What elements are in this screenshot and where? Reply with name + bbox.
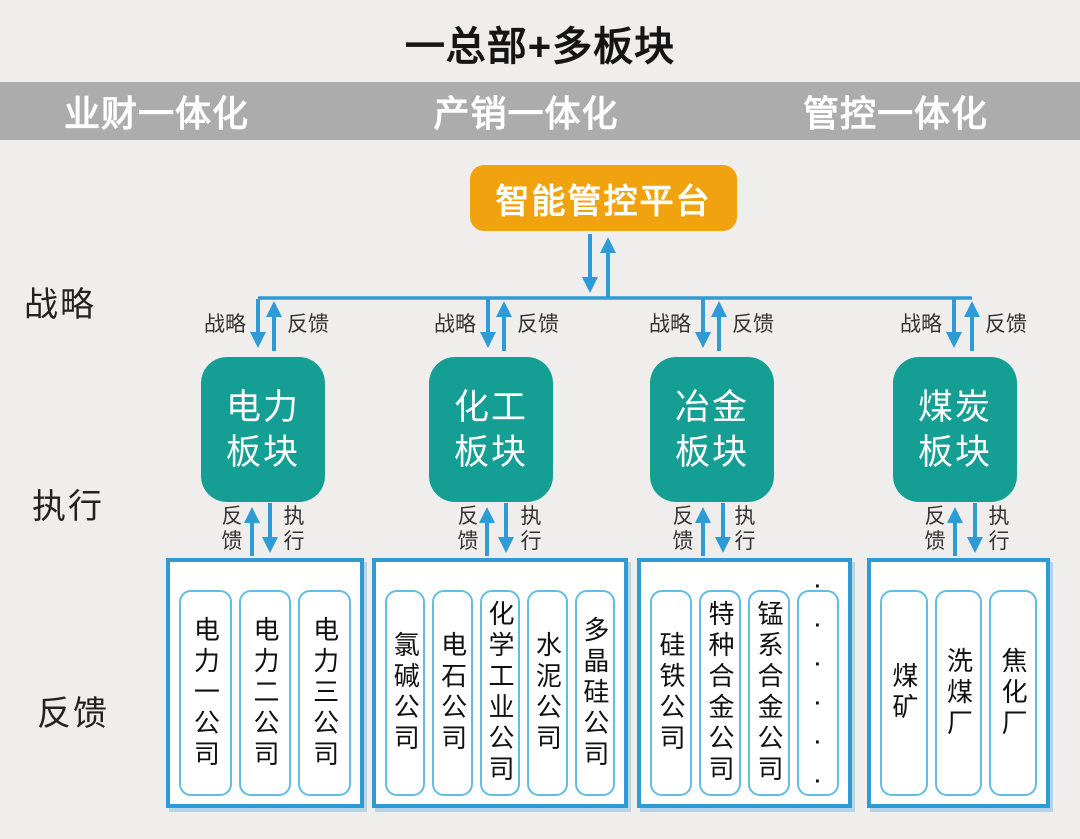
banner-item-management-control: 管控一体化 [802,93,988,134]
flow-label-feedback: 反馈 [517,313,559,336]
ellipsis-pill: ······ [797,576,839,810]
flow-label-feedback: 反馈 [221,505,243,553]
company-pill: 特种合金公司 [699,590,741,796]
flow-label-strategy: 战略 [649,313,691,336]
sector-box-metallurgy: 冶金 板块 [650,357,774,502]
flow-label-feedback: 反馈 [924,505,946,553]
flow-label-execute: 执行 [734,505,756,553]
company-pill: 水泥公司 [527,590,568,796]
company-pill: 氯碱公司 [385,590,426,796]
company-pill: 焦化厂 [989,590,1038,796]
banner-item-production-sales: 产销一体化 [433,93,619,134]
side-label-feedback: 反馈 [37,695,109,733]
side-label-execute: 执行 [32,488,104,526]
sector-box-power: 电力 板块 [201,357,325,502]
flow-label-feedback: 反馈 [672,505,694,553]
company-pill: 硅铁公司 [650,590,692,796]
company-pill: 洗煤厂 [934,590,983,796]
company-group-metallurgy: 硅铁公司 特种合金公司 锰系合金公司 ······ [637,558,852,810]
banner: 业财一体化 产销一体化 管控一体化 [0,82,1080,140]
company-pill: 煤矿 [880,590,928,796]
page-title: 一总部+多板块 [404,25,676,69]
company-group-chemical: 氯碱公司 电石公司 化学工业公司 水泥公司 多晶硅公司 [372,558,628,808]
banner-item-finance-business: 业财一体化 [64,93,250,134]
flow-label-feedback: 反馈 [985,313,1027,336]
company-group-coal: 煤矿 洗煤厂 焦化厂 [867,558,1050,808]
company-pill: 多晶硅公司 [574,590,616,796]
company-pill: 电石公司 [432,590,473,796]
company-pill: 锰系合金公司 [748,590,790,796]
flow-label-feedback: 反馈 [732,313,774,336]
sector-box-chemical: 化工 板块 [429,357,553,502]
flow-label-execute: 执行 [520,505,542,553]
company-pill: 化学工业公司 [479,590,521,796]
flow-label-strategy: 战略 [434,313,476,336]
flow-label-strategy: 战略 [900,313,942,336]
sector-box-coal: 煤炭 板块 [893,357,1017,502]
company-pill: 电力二公司 [238,590,292,796]
flow-label-strategy: 战略 [204,313,246,336]
flow-label-execute: 执行 [283,505,305,553]
company-pill: 电力三公司 [298,590,352,796]
flow-label-feedback: 反馈 [287,313,329,336]
platform-box: 智能管控平台 [470,165,737,231]
flow-label-feedback: 反馈 [457,505,479,553]
company-group-power: 电力一公司 电力二公司 电力三公司 [166,558,364,808]
company-pill: 电力一公司 [179,590,232,796]
flow-label-execute: 执行 [988,505,1010,553]
side-label-strategy: 战略 [24,286,96,324]
